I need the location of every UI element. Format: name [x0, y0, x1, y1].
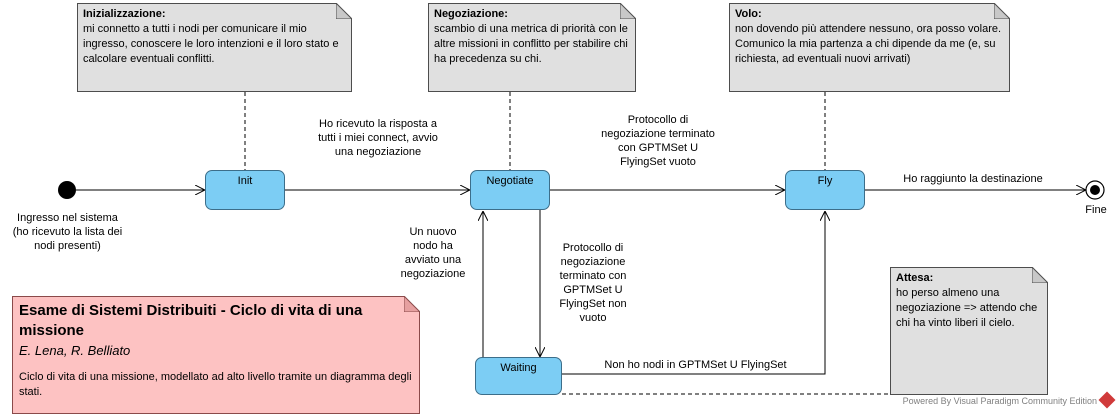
initial-node — [58, 181, 76, 199]
state-init-label: Init — [237, 175, 253, 187]
note-waiting: Attesa: ho perso almeno una negoziazione… — [890, 267, 1048, 395]
note-fold-icon — [994, 3, 1010, 19]
state-waiting-label: Waiting — [500, 362, 537, 374]
state-waiting[interactable]: Waiting — [475, 357, 562, 395]
transition-label-fly-end: Ho raggiunto la destinazione — [903, 173, 1043, 185]
note-init: Inizializzazione: mi connetto a tutti i … — [77, 3, 352, 92]
start-label: Ingresso nel sistema (ho ricevuto la lis… — [12, 212, 123, 252]
note-negotiate-title: Negoziazione: — [434, 8, 508, 20]
end-label: Fine — [1085, 204, 1107, 216]
state-fly-label: Fly — [817, 175, 833, 187]
transition-label-waiting-fly: Non ho nodi in GPTMSet U FlyingSet — [604, 359, 787, 371]
note-fold-icon — [404, 296, 420, 312]
note-waiting-title: Attesa: — [896, 272, 934, 284]
note-negotiate-text: scambio di una metrica di priorità con l… — [434, 23, 628, 65]
note-init-title: Inizializzazione: — [83, 8, 166, 20]
note-waiting-text: ho perso almeno una negoziazione => atte… — [896, 287, 1038, 329]
transition-label-init-negotiate: Ho ricevuto la risposta a tutti i miei c… — [318, 118, 438, 158]
transition-waiting-fly — [562, 211, 825, 375]
note-init-text: mi connetto a tutti i nodi per comunicar… — [83, 23, 339, 65]
transition-label-waiting-negotiate: Un nuovo nodo ha avviato una negoziazion… — [400, 226, 466, 280]
note-fly-text: non dovendo più attendere nessuno, ora p… — [735, 23, 1002, 65]
state-init[interactable]: Init — [205, 170, 285, 210]
note-fly-title: Volo: — [735, 8, 762, 20]
diagram-title: Esame di Sistemi Distribuiti - Ciclo di … — [19, 302, 363, 339]
note-fold-icon — [620, 3, 636, 19]
state-negotiate[interactable]: Negotiate — [470, 170, 550, 210]
transition-label-negotiate-waiting: Protocollo di negoziazione terminato con… — [559, 242, 627, 324]
diagram-info-box: Esame di Sistemi Distribuiti - Ciclo di … — [12, 296, 420, 414]
note-fly: Volo: non dovendo più attendere nessuno,… — [729, 3, 1010, 92]
powered-by-label: Powered By Visual Paradigm Community Edi… — [902, 396, 1097, 406]
state-fly[interactable]: Fly — [785, 170, 865, 210]
note-fold-icon — [1032, 267, 1048, 283]
diagram-description: Ciclo di vita di una missione, modellato… — [19, 371, 412, 398]
note-negotiate: Negoziazione: scambio di una metrica di … — [428, 3, 636, 92]
state-negotiate-label: Negotiate — [486, 175, 534, 187]
note-fold-icon — [336, 3, 352, 19]
diagram-authors: E. Lena, R. Belliato — [19, 343, 131, 358]
transition-label-negotiate-fly: Protocollo di negoziazione terminato con… — [601, 114, 715, 168]
